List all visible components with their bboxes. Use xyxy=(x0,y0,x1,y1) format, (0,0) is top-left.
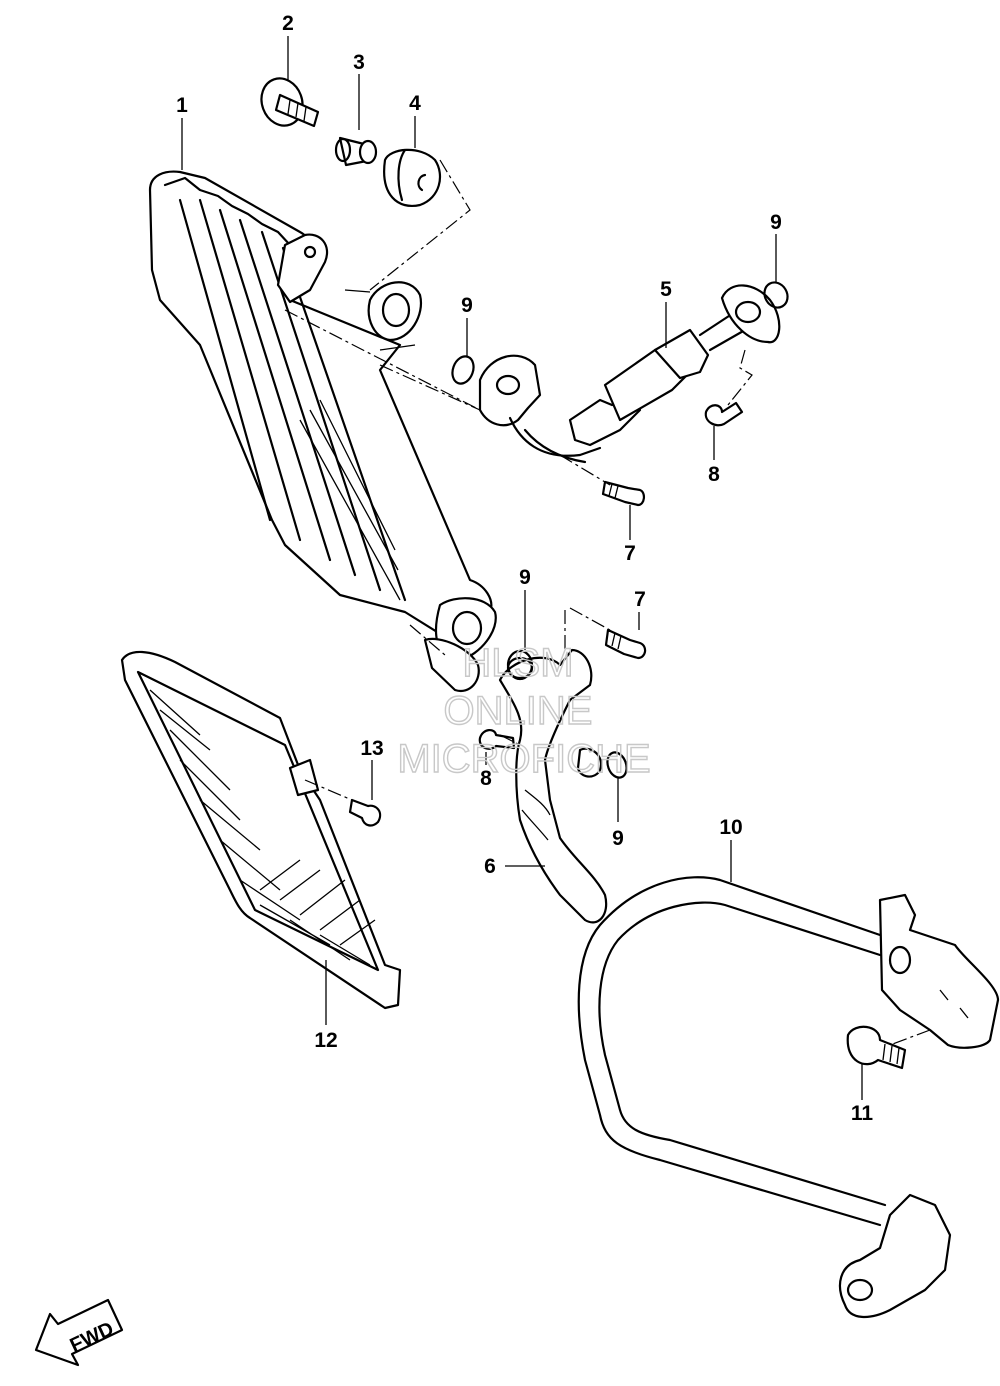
callout-7-lower: 7 xyxy=(634,588,646,611)
callout-9-b: 9 xyxy=(461,294,473,317)
callout-2: 2 xyxy=(282,12,294,35)
watermark-line-3: MICROFICHE xyxy=(397,737,650,781)
watermark-line-1: HLSM xyxy=(462,641,573,685)
callout-6: 6 xyxy=(484,855,496,878)
callout-4: 4 xyxy=(409,92,421,115)
o-ring-part-9 xyxy=(451,281,789,779)
callout-1: 1 xyxy=(176,94,188,117)
bolt-part-8-lower xyxy=(478,729,516,750)
callout-11: 11 xyxy=(851,1102,874,1125)
forward-arrow: FWD xyxy=(34,1298,124,1367)
bolt-part-13 xyxy=(348,798,382,827)
oil-hose-part-5 xyxy=(478,284,781,464)
callout-9-a: 9 xyxy=(770,211,782,234)
callout-12: 12 xyxy=(314,1029,337,1052)
bolt-part-11 xyxy=(846,1025,907,1070)
bolt-washer-part-2 xyxy=(260,77,320,128)
bolt-part-7-upper xyxy=(601,480,645,507)
callout-8-lower: 8 xyxy=(480,767,492,790)
callout-9-c: 9 xyxy=(519,566,531,589)
bolt-part-8-upper xyxy=(704,401,744,427)
oil-cooler xyxy=(148,170,497,693)
grommet-part-4 xyxy=(383,148,442,207)
callout-7-upper: 7 xyxy=(624,542,636,565)
callout-8-upper: 8 xyxy=(708,463,720,486)
callout-3: 3 xyxy=(353,51,365,74)
callout-13: 13 xyxy=(360,737,383,760)
watermark-line-2: ONLINE xyxy=(444,689,593,733)
watermark: HLSM ONLINE MICROFICHE xyxy=(397,640,652,781)
leader-lines xyxy=(181,36,863,1100)
collar-part-3 xyxy=(334,136,378,167)
guard-part-12 xyxy=(120,650,402,1010)
callout-5: 5 xyxy=(660,278,672,301)
assembly-lines xyxy=(284,159,931,1046)
bolt-part-7-lower xyxy=(604,628,647,660)
callout-labels: 1 2 3 4 5 6 7 7 8 8 9 9 9 9 10 11 12 13 xyxy=(176,12,873,1125)
callout-10: 10 xyxy=(719,816,742,839)
guard-bar-part-10 xyxy=(577,876,1000,1318)
callout-9-d: 9 xyxy=(612,827,624,850)
